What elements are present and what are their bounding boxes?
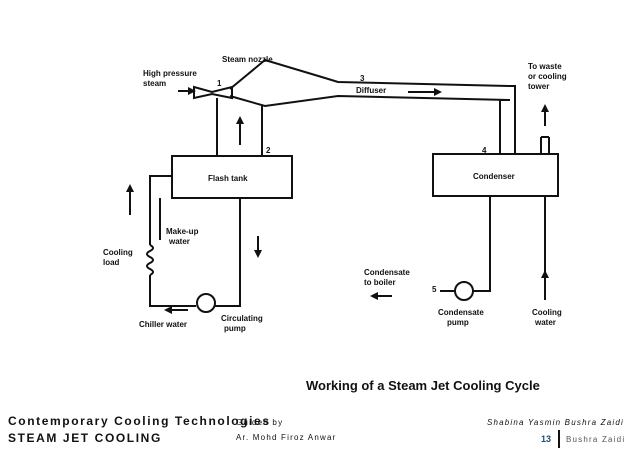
- label-circulating-pump-1: Circulating: [221, 314, 263, 323]
- guide-name: Ar. Mohd Firoz Anwar: [236, 433, 337, 442]
- guided-by-label: Guided by: [236, 418, 284, 427]
- label-cooling-load-2: load: [103, 258, 120, 267]
- label-flash-tank: Flash tank: [208, 174, 248, 183]
- label-cooling-water-1: Cooling: [532, 308, 562, 317]
- slide-footer: Contemporary Cooling Technologies STEAM …: [0, 410, 638, 452]
- condenser: [432, 153, 559, 197]
- label-condensate-to-boiler-2: to boiler: [364, 278, 396, 287]
- label-steam-nozzle: Steam nozzle: [222, 55, 273, 64]
- label-cooling-load-1: Cooling: [103, 248, 133, 257]
- state-point-3: 3: [360, 74, 365, 83]
- chilled-water-loop: [149, 175, 241, 307]
- state-point-5: 5: [432, 285, 437, 294]
- steam-jet-cycle-diagram: High pressure steam Steam nozzle To wast…: [103, 55, 567, 333]
- figure-caption: Working of a Steam Jet Cooling Cycle: [306, 378, 540, 393]
- condensate-line: [440, 196, 491, 292]
- steam-nozzle: [193, 85, 233, 100]
- diffuser: [229, 58, 511, 108]
- author-short: Bushra Zaidi: [566, 435, 626, 444]
- cooling-load-coil: [146, 244, 154, 276]
- label-to-waste-1: To waste: [528, 62, 562, 71]
- topic-title: STEAM JET COOLING: [8, 431, 162, 445]
- authors: Shabina Yasmin Bushra Zaidi: [486, 418, 624, 427]
- state-point-2: 2: [266, 146, 271, 155]
- footer-separator: [558, 430, 560, 448]
- page-number: 13: [541, 434, 552, 444]
- label-cooling-water-2: water: [534, 318, 556, 327]
- state-point-4: 4: [482, 146, 487, 155]
- label-high-pressure-steam-2: steam: [143, 79, 166, 88]
- flash-tank-vapour-pipe: [216, 98, 263, 156]
- label-condensate-pump-1: Condensate: [438, 308, 484, 317]
- course-title: Contemporary Cooling Technologies: [8, 414, 271, 428]
- label-chiller-water: Chiller water: [139, 320, 187, 329]
- label-make-up-water-2: water: [168, 237, 190, 246]
- label-condensate-pump-2: pump: [447, 318, 469, 327]
- label-to-waste-2: or cooling: [528, 72, 567, 81]
- condenser-vent-stack: [540, 136, 550, 154]
- label-circulating-pump-2: pump: [224, 324, 246, 333]
- condensate-pump: [454, 281, 474, 301]
- circulating-pump: [196, 293, 216, 313]
- label-high-pressure-steam-1: High pressure: [143, 69, 197, 78]
- label-diffuser: Diffuser: [356, 86, 386, 95]
- label-make-up-water-1: Make-up: [166, 227, 199, 236]
- state-point-1: 1: [217, 79, 222, 88]
- label-to-waste-3: tower: [528, 82, 549, 91]
- label-condensate-to-boiler-1: Condensate: [364, 268, 410, 277]
- label-condenser: Condenser: [473, 172, 515, 181]
- diffuser-to-condenser-pipe: [499, 85, 516, 154]
